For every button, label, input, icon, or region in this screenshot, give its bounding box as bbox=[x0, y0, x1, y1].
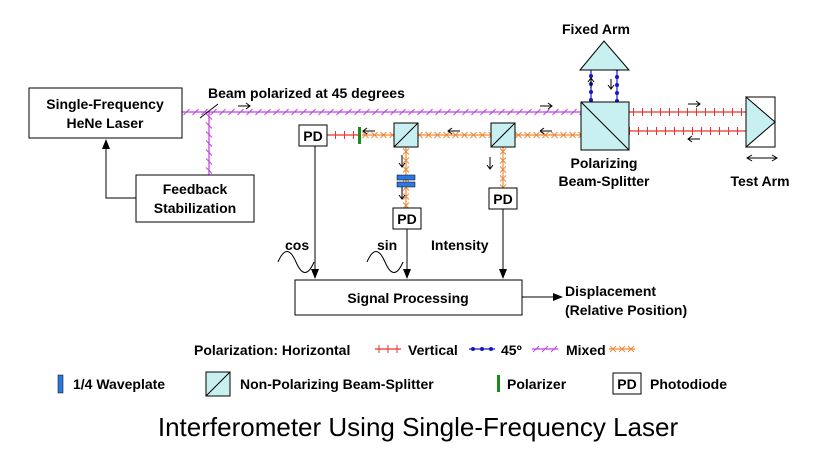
laser-label-line2: HeNe Laser bbox=[66, 115, 144, 131]
legend-polarization-swatches bbox=[375, 345, 635, 353]
beam-paths bbox=[182, 55, 764, 209]
sin-wave-icon bbox=[366, 251, 404, 273]
beam-mixed-intensity bbox=[499, 147, 507, 191]
beam-mixed-return bbox=[362, 131, 604, 139]
laser-label-line1: Single-Frequency bbox=[46, 96, 164, 112]
legend-polarization-label: Polarization: Horizontal bbox=[194, 342, 350, 358]
legend-npbs-label: Non-Polarizing Beam-Splitter bbox=[240, 376, 434, 392]
npbs-2 bbox=[490, 122, 516, 148]
legend-45-label: 45º bbox=[501, 342, 522, 358]
legend-npbs-icon bbox=[205, 371, 231, 397]
quarter-waveplate bbox=[396, 174, 416, 188]
feedback-label-line2: Stabilization bbox=[154, 200, 236, 216]
pbs-label-line2: Beam-Splitter bbox=[558, 173, 650, 189]
beam-test-arm-out bbox=[629, 108, 760, 116]
legend-pd-symbol: PD bbox=[617, 376, 636, 392]
fixed-arm-retroreflector bbox=[578, 40, 631, 71]
beam-cos-out bbox=[327, 131, 358, 139]
fixed-arm-label: Fixed Arm bbox=[562, 21, 630, 37]
cos-wave-icon bbox=[277, 251, 315, 273]
legend-45-swatch bbox=[532, 345, 558, 353]
photodiode-intensity: PD bbox=[488, 187, 518, 210]
polarizing-beam-splitter bbox=[580, 101, 630, 151]
legend-vertical-swatch bbox=[469, 347, 495, 351]
legend-vertical-label: Vertical bbox=[408, 342, 458, 358]
pbs-label-line1: Polarizing bbox=[571, 155, 638, 171]
intensity-label: Intensity bbox=[431, 237, 489, 253]
beam-direction-arrows bbox=[238, 77, 701, 200]
legend-polarizer-icon bbox=[497, 375, 500, 392]
diagram-title: Interferometer Using Single-Frequency La… bbox=[158, 412, 679, 442]
feedback-wire bbox=[102, 139, 136, 199]
pickoff-mirror bbox=[199, 103, 219, 119]
cos-label: cos bbox=[285, 237, 309, 253]
test-arm-label: Test Arm bbox=[730, 173, 789, 189]
displacement-label-line1: Displacement bbox=[565, 283, 656, 299]
sin-label: sin bbox=[377, 237, 397, 253]
legend-photodiode-icon: PD bbox=[612, 372, 642, 395]
signal-processing-block: Signal Processing bbox=[294, 279, 523, 316]
feedback-stabilization: Feedback Stabilization bbox=[135, 174, 255, 223]
signal-processing-label: Signal Processing bbox=[347, 290, 468, 306]
pd-cos-label: PD bbox=[303, 128, 322, 144]
photodiode-cos: PD bbox=[298, 124, 328, 147]
polarizer bbox=[358, 127, 361, 144]
hene-laser: Single-Frequency HeNe Laser bbox=[28, 87, 183, 139]
legend-waveplate-label: 1/4 Waveplate bbox=[73, 376, 165, 392]
test-arm-retroreflector bbox=[745, 95, 776, 149]
beam-feedback-45 bbox=[205, 112, 213, 175]
legend-polarizer-label: Polarizer bbox=[507, 376, 567, 392]
beam-main-45 bbox=[182, 108, 605, 116]
pd-sin-label: PD bbox=[397, 211, 416, 227]
legend-photodiode-label: Photodiode bbox=[650, 376, 727, 392]
beam-label: Beam polarized at 45 degrees bbox=[208, 85, 405, 101]
feedback-label-line1: Feedback bbox=[163, 181, 228, 197]
pd-intensity-label: PD bbox=[493, 191, 512, 207]
photodiode-sin: PD bbox=[392, 207, 422, 230]
npbs-1 bbox=[393, 122, 419, 148]
legend-mixed-label: Mixed bbox=[566, 342, 606, 358]
legend-mixed-swatch bbox=[609, 345, 635, 353]
displacement-label-line2: (Relative Position) bbox=[565, 302, 687, 318]
legend-waveplate-icon bbox=[57, 374, 64, 394]
legend-horizontal-swatch bbox=[375, 345, 401, 353]
